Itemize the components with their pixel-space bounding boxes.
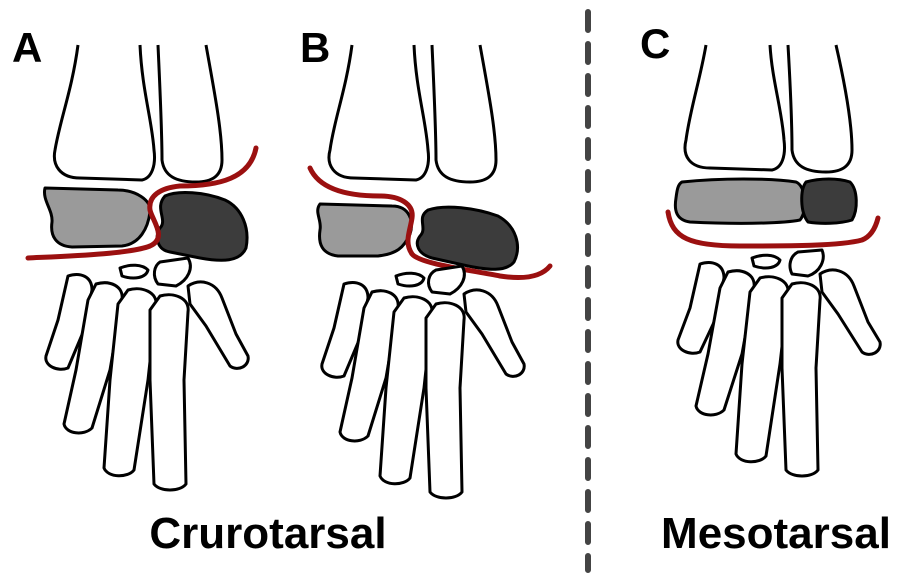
tibia-bone	[54, 45, 154, 180]
distal-tarsal-large	[154, 258, 190, 286]
panel-a	[28, 45, 256, 490]
distal-tarsal-large	[790, 250, 823, 276]
calcaneum-bone	[157, 193, 247, 261]
astragalus-bone	[318, 204, 412, 256]
distal-tarsal-small	[396, 273, 424, 286]
metatarsal-4	[150, 295, 188, 490]
panel-letter-a: A	[12, 24, 42, 71]
metatarsal-4	[782, 283, 820, 476]
tibia-bone	[685, 45, 785, 170]
calcaneum-bone	[802, 179, 857, 223]
panel-letter-c: C	[640, 20, 670, 67]
panel-letter-b: B	[300, 24, 330, 71]
panel-b	[310, 45, 550, 498]
metatarsal-5	[464, 290, 524, 376]
metatarsal-4	[426, 303, 464, 498]
fibula-bone	[788, 45, 852, 172]
distal-tarsal-small	[120, 265, 148, 278]
metatarsal-5	[188, 282, 248, 368]
astragalus-bone	[44, 188, 150, 247]
panel-c	[668, 45, 880, 476]
metatarsal-5	[820, 270, 880, 354]
fibula-bone	[158, 45, 222, 182]
calcaneum-bone	[417, 207, 517, 269]
astragalus-bone	[675, 179, 805, 223]
caption-crurotarsal: Crurotarsal	[149, 509, 386, 558]
distal-tarsal-small	[752, 255, 780, 268]
distal-tarsal-large	[429, 266, 465, 294]
caption-mesotarsal: Mesotarsal	[661, 509, 891, 558]
fibula-bone	[432, 45, 496, 182]
tibia-bone	[329, 45, 429, 180]
